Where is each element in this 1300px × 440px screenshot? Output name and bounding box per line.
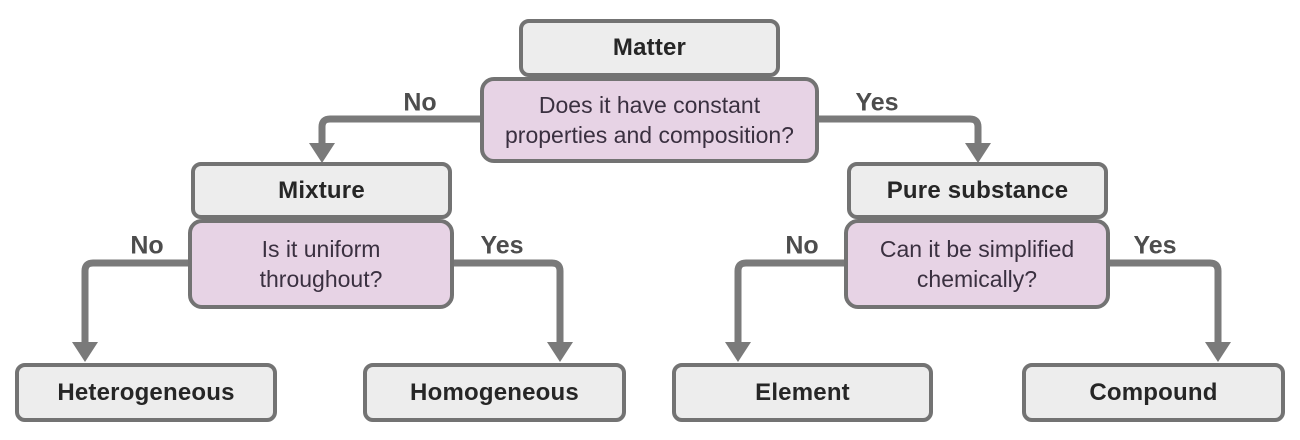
question-simplified-chemically-line2: chemically? <box>916 266 1038 292</box>
connector-mixture-yes-to-homogeneous <box>450 259 564 345</box>
node-heterogeneous: Heterogeneous <box>15 363 277 422</box>
node-compound-label: Compound <box>1089 378 1218 406</box>
node-homogeneous-label: Homogeneous <box>410 378 579 406</box>
question-constant-properties-line1: Does it have constant <box>538 92 761 118</box>
branch-label-pure-yes: Yes <box>1133 231 1177 260</box>
node-element: Element <box>672 363 933 422</box>
arrowhead-element <box>725 342 751 362</box>
branch-label-mixture-no: No <box>130 231 164 260</box>
node-matter: Matter <box>519 19 780 77</box>
node-homogeneous: Homogeneous <box>363 363 626 422</box>
node-compound: Compound <box>1022 363 1285 422</box>
node-pure-substance-label: Pure substance <box>886 176 1069 204</box>
arrowhead-compound <box>1205 342 1231 362</box>
question-constant-properties: Does it have constant properties and com… <box>480 77 819 163</box>
branch-label-mixture-yes: Yes <box>480 231 524 260</box>
arrowhead-pure-substance <box>965 143 991 163</box>
node-mixture-label: Mixture <box>278 176 365 204</box>
question-simplified-chemically: Can it be simplified chemically? <box>844 219 1110 309</box>
arrowhead-heterogeneous <box>72 342 98 362</box>
branch-label-pure-no: No <box>785 231 819 260</box>
question-uniform-throughout-line1: Is it uniform <box>261 236 381 262</box>
arrowhead-mixture <box>309 143 335 163</box>
node-matter-label: Matter <box>612 34 687 61</box>
question-uniform-throughout: Is it uniform throughout? <box>188 219 454 309</box>
node-pure-substance: Pure substance <box>847 162 1108 219</box>
connector-pure-no-to-element <box>734 259 848 345</box>
question-uniform-throughout-line2: throughout? <box>259 266 383 292</box>
node-element-label: Element <box>755 378 850 406</box>
question-constant-properties-line2: properties and composition? <box>505 122 794 148</box>
branch-label-matter-no: No <box>403 88 437 117</box>
arrowhead-homogeneous <box>547 342 573 362</box>
connector-mixture-no-to-heterogeneous <box>81 259 192 345</box>
node-mixture: Mixture <box>191 162 452 219</box>
connector-matter-no-to-mixture <box>318 115 486 146</box>
node-heterogeneous-label: Heterogeneous <box>57 378 235 406</box>
question-simplified-chemically-line1: Can it be simplified <box>879 236 1075 262</box>
connector-matter-yes-to-pure-substance <box>815 115 982 146</box>
connector-pure-yes-to-compound <box>1106 259 1222 345</box>
branch-label-matter-yes: Yes <box>855 88 899 117</box>
